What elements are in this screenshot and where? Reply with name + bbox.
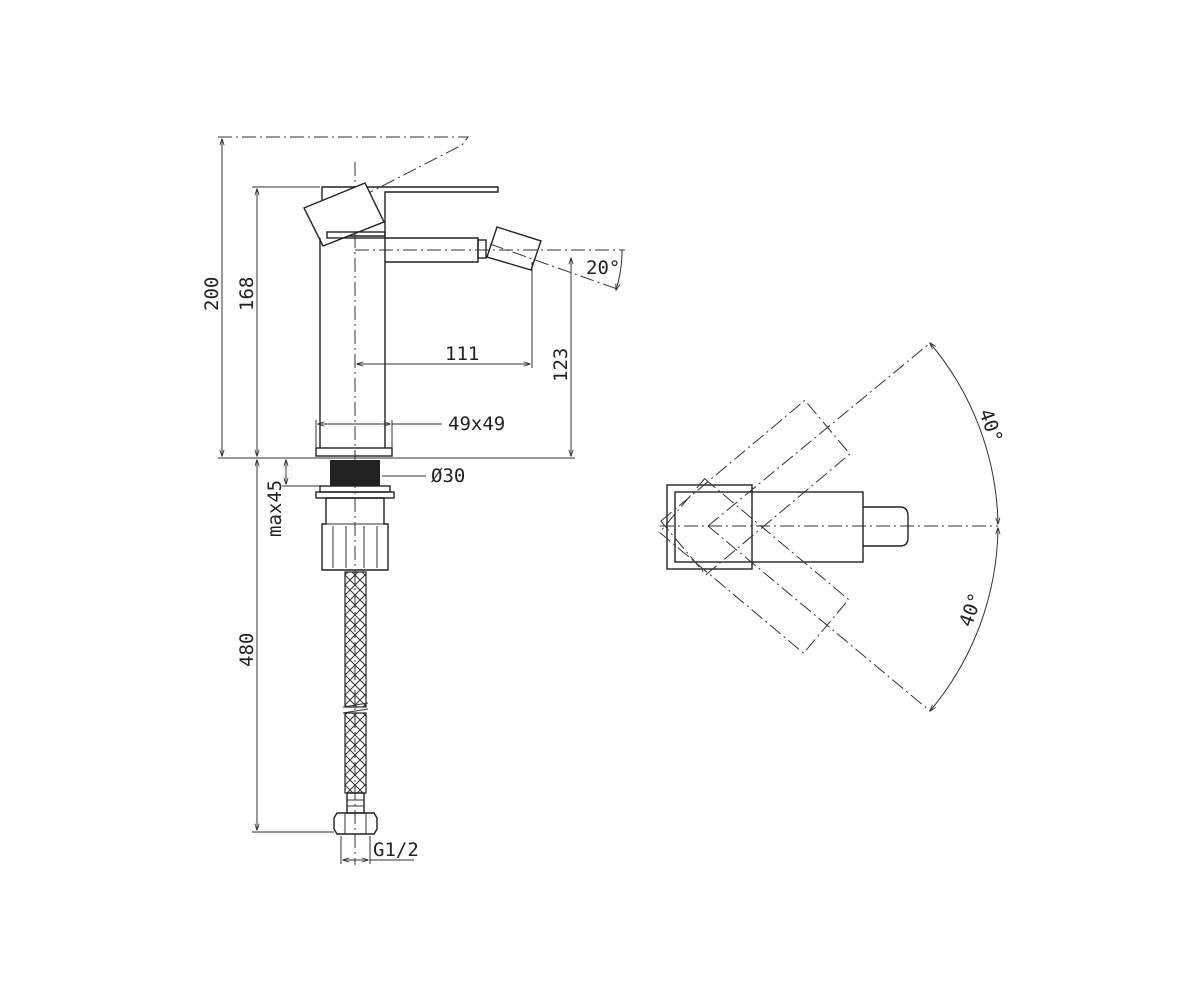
cartridge-cap <box>326 231 386 239</box>
dim-g12-label: G1/2 <box>373 839 419 861</box>
angle-20-label: 20° <box>586 257 620 279</box>
hose-break-marks <box>342 702 369 714</box>
connection-nut <box>333 812 378 835</box>
dim-480-label: 480 <box>236 633 258 667</box>
connection-nut-flats <box>344 813 367 834</box>
nut-ribs <box>332 526 378 568</box>
side-view: 20° 200 168 111 <box>201 136 625 865</box>
base-plate <box>315 447 393 457</box>
fixing-nut <box>321 497 389 571</box>
flexible-hose-upper <box>344 571 367 708</box>
angle-arc-20 <box>616 249 623 290</box>
lever-block <box>303 182 385 247</box>
top-body-square <box>666 484 753 570</box>
dim-111-label: 111 <box>445 343 479 365</box>
top-spout-outlet <box>863 506 909 547</box>
lever-raised-outline <box>218 136 469 201</box>
dim-123-label: 123 <box>550 348 572 382</box>
dim-max45-label: max45 <box>264 480 286 537</box>
ferrule-lines <box>347 799 364 807</box>
bidet-nozzle <box>486 226 542 271</box>
flexible-hose-lower <box>344 712 367 794</box>
angle-arc-upper <box>930 343 998 524</box>
nozzle-axis <box>489 243 621 291</box>
dim-49x49-label: 49x49 <box>448 413 505 435</box>
mixer-body <box>319 238 386 448</box>
mounting-shank <box>330 460 380 486</box>
dim-168-label: 168 <box>236 277 258 311</box>
axis-rotated-down <box>707 525 931 712</box>
top-lever-rotated-down <box>658 478 850 654</box>
axis-rotated-up <box>707 342 931 527</box>
angle-40-lower-label: 40° <box>955 590 987 630</box>
angle-40-upper-label: 40° <box>974 406 1006 446</box>
top-lever-center <box>674 491 864 563</box>
angle-arc-lower <box>930 528 998 711</box>
top-view: 40° 40° <box>658 342 1007 712</box>
spout-joint <box>477 239 487 259</box>
dim-200-label: 200 <box>201 277 223 311</box>
dim-30-label: Ø30 <box>431 465 465 487</box>
